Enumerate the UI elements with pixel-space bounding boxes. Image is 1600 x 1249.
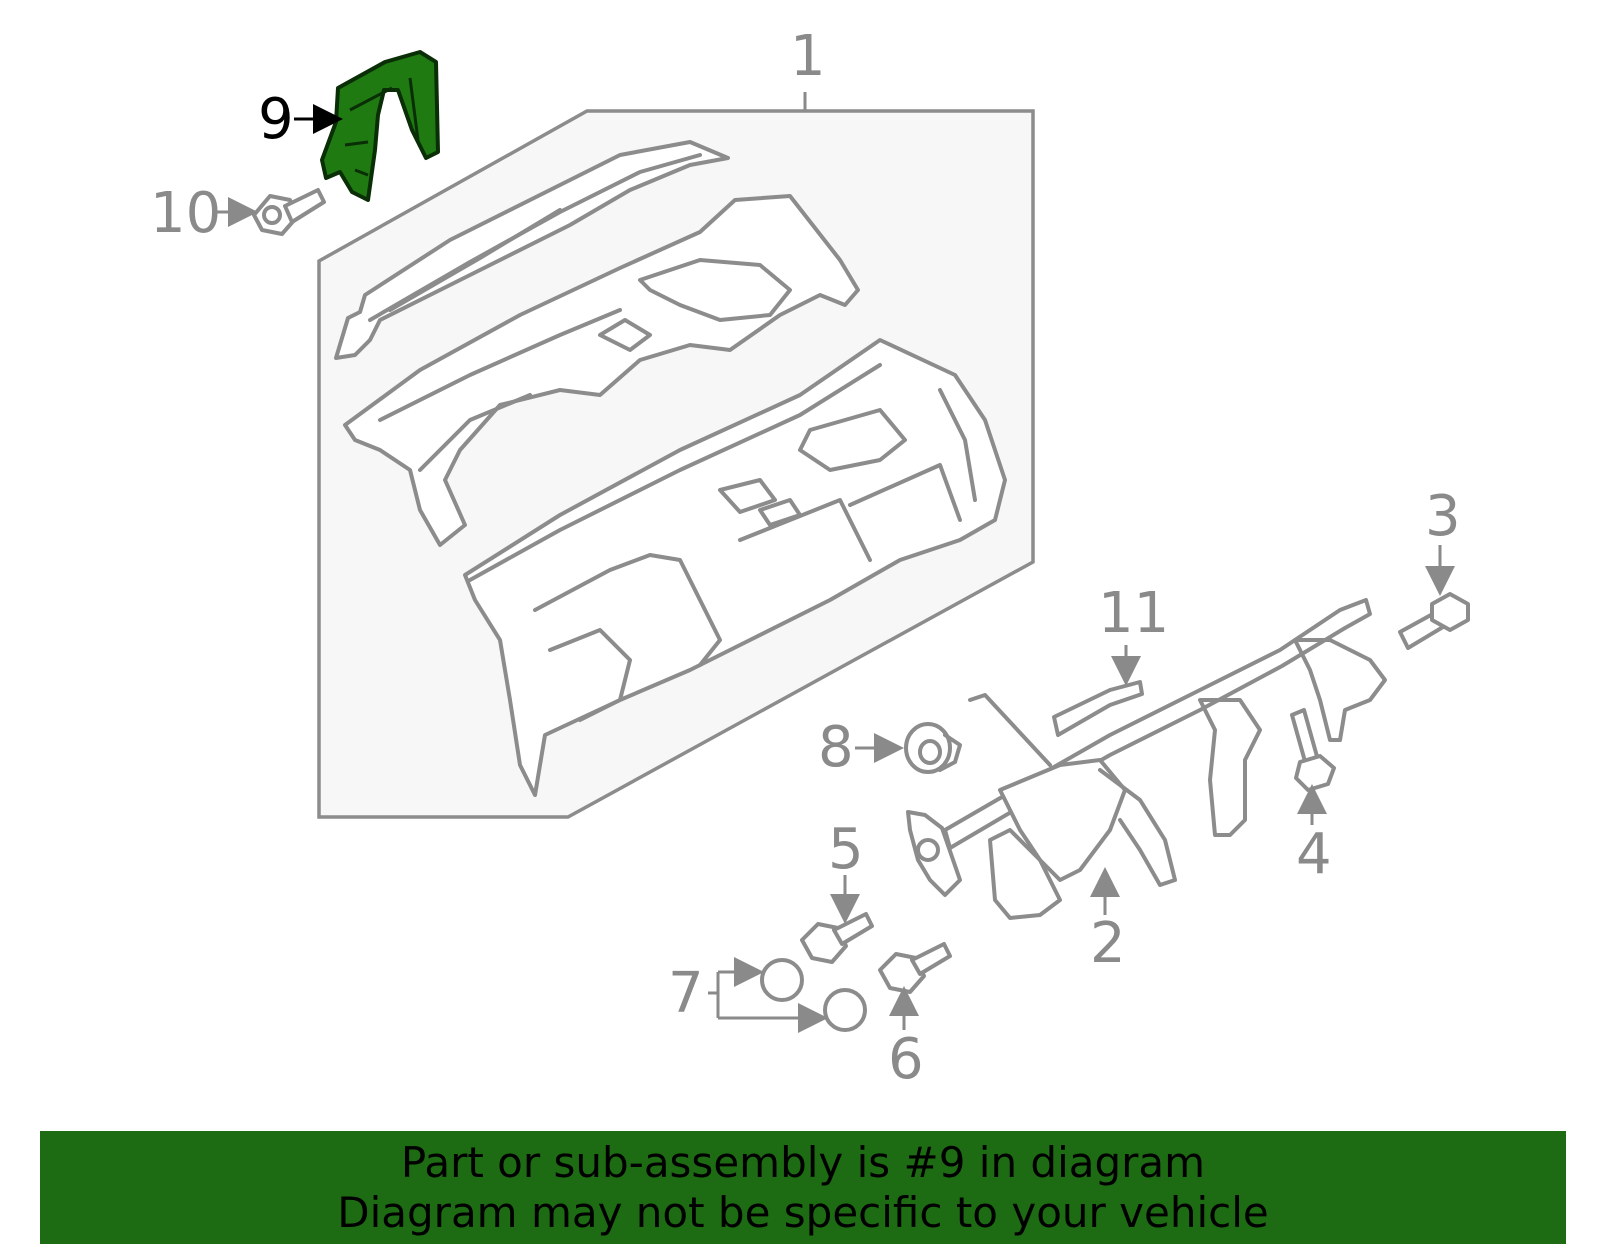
- callout-7: 7: [668, 961, 704, 1026]
- cross-car-beam[interactable]: [906, 598, 1387, 920]
- part-10-bolt[interactable]: [252, 188, 326, 236]
- callout-1: 1: [790, 24, 826, 89]
- part-4-bolt[interactable]: [1290, 708, 1336, 792]
- part-8-clip[interactable]: [904, 722, 962, 774]
- part-5-bolt[interactable]: [800, 912, 874, 964]
- callout-9: 9: [258, 87, 294, 152]
- callout-10: 10: [150, 181, 221, 246]
- part-9-bracket[interactable]: [320, 50, 440, 202]
- callout-5: 5: [828, 817, 864, 882]
- banner-line-1: Part or sub-assembly is #9 in diagram: [400, 1137, 1206, 1187]
- callout-11: 11: [1098, 581, 1169, 646]
- info-banner: Part or sub-assembly is #9 in diagram Di…: [40, 1131, 1566, 1244]
- callout-4: 4: [1296, 822, 1332, 887]
- part-11-strip[interactable]: [1052, 680, 1144, 737]
- callout-2: 2: [1090, 911, 1126, 976]
- banner-line-2: Diagram may not be specific to your vehi…: [337, 1187, 1269, 1237]
- callout-6: 6: [888, 1027, 924, 1092]
- callout-3: 3: [1425, 484, 1461, 549]
- part-6-bolt[interactable]: [878, 942, 952, 994]
- part-7-plugs[interactable]: [760, 958, 867, 1032]
- part-3-bolt[interactable]: [1398, 592, 1470, 650]
- leader-lines: [212, 92, 1455, 1033]
- instrument-panel-assembly[interactable]: [317, 109, 1035, 819]
- callout-8: 8: [818, 715, 854, 780]
